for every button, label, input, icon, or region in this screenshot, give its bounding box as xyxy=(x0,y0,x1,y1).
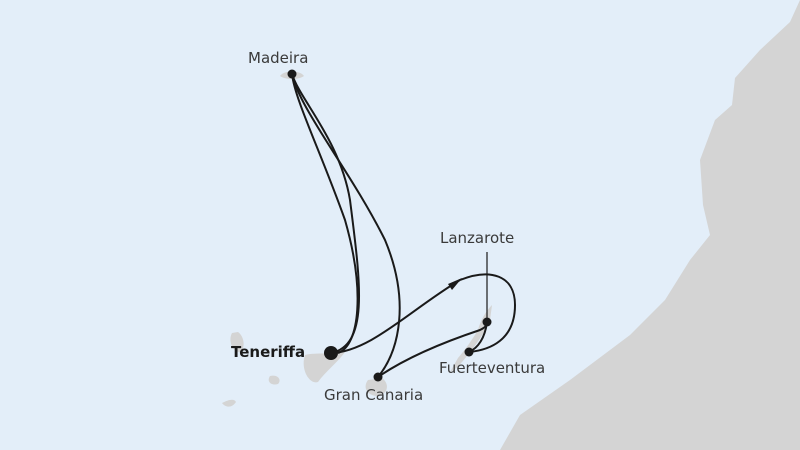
port-label-teneriffa: Teneriffa xyxy=(231,343,306,361)
port-label-madeira: Madeira xyxy=(248,49,309,67)
island-la-gomera xyxy=(268,375,280,385)
island-el-hierro xyxy=(222,399,236,407)
island-la-palma xyxy=(230,332,244,352)
island-tenerife xyxy=(303,352,345,383)
port-label-gran-canaria: Gran Canaria xyxy=(324,386,424,404)
port-dot-fuerteventura xyxy=(464,347,474,357)
port-dot-madeira xyxy=(287,69,297,79)
port-dot-lanzarote xyxy=(482,317,492,327)
port-dot-gran-canaria xyxy=(373,372,383,382)
island-gran-canaria xyxy=(365,378,387,396)
direction-arrow-icon xyxy=(448,278,462,290)
port-label-lanzarote: Lanzarote xyxy=(440,229,515,247)
island-lanzarote-fuerteventura xyxy=(450,305,492,372)
africa-landmass xyxy=(500,0,800,450)
port-dot-teneriffa xyxy=(324,346,338,360)
port-label-fuerteventura: Fuerteventura xyxy=(439,359,546,377)
